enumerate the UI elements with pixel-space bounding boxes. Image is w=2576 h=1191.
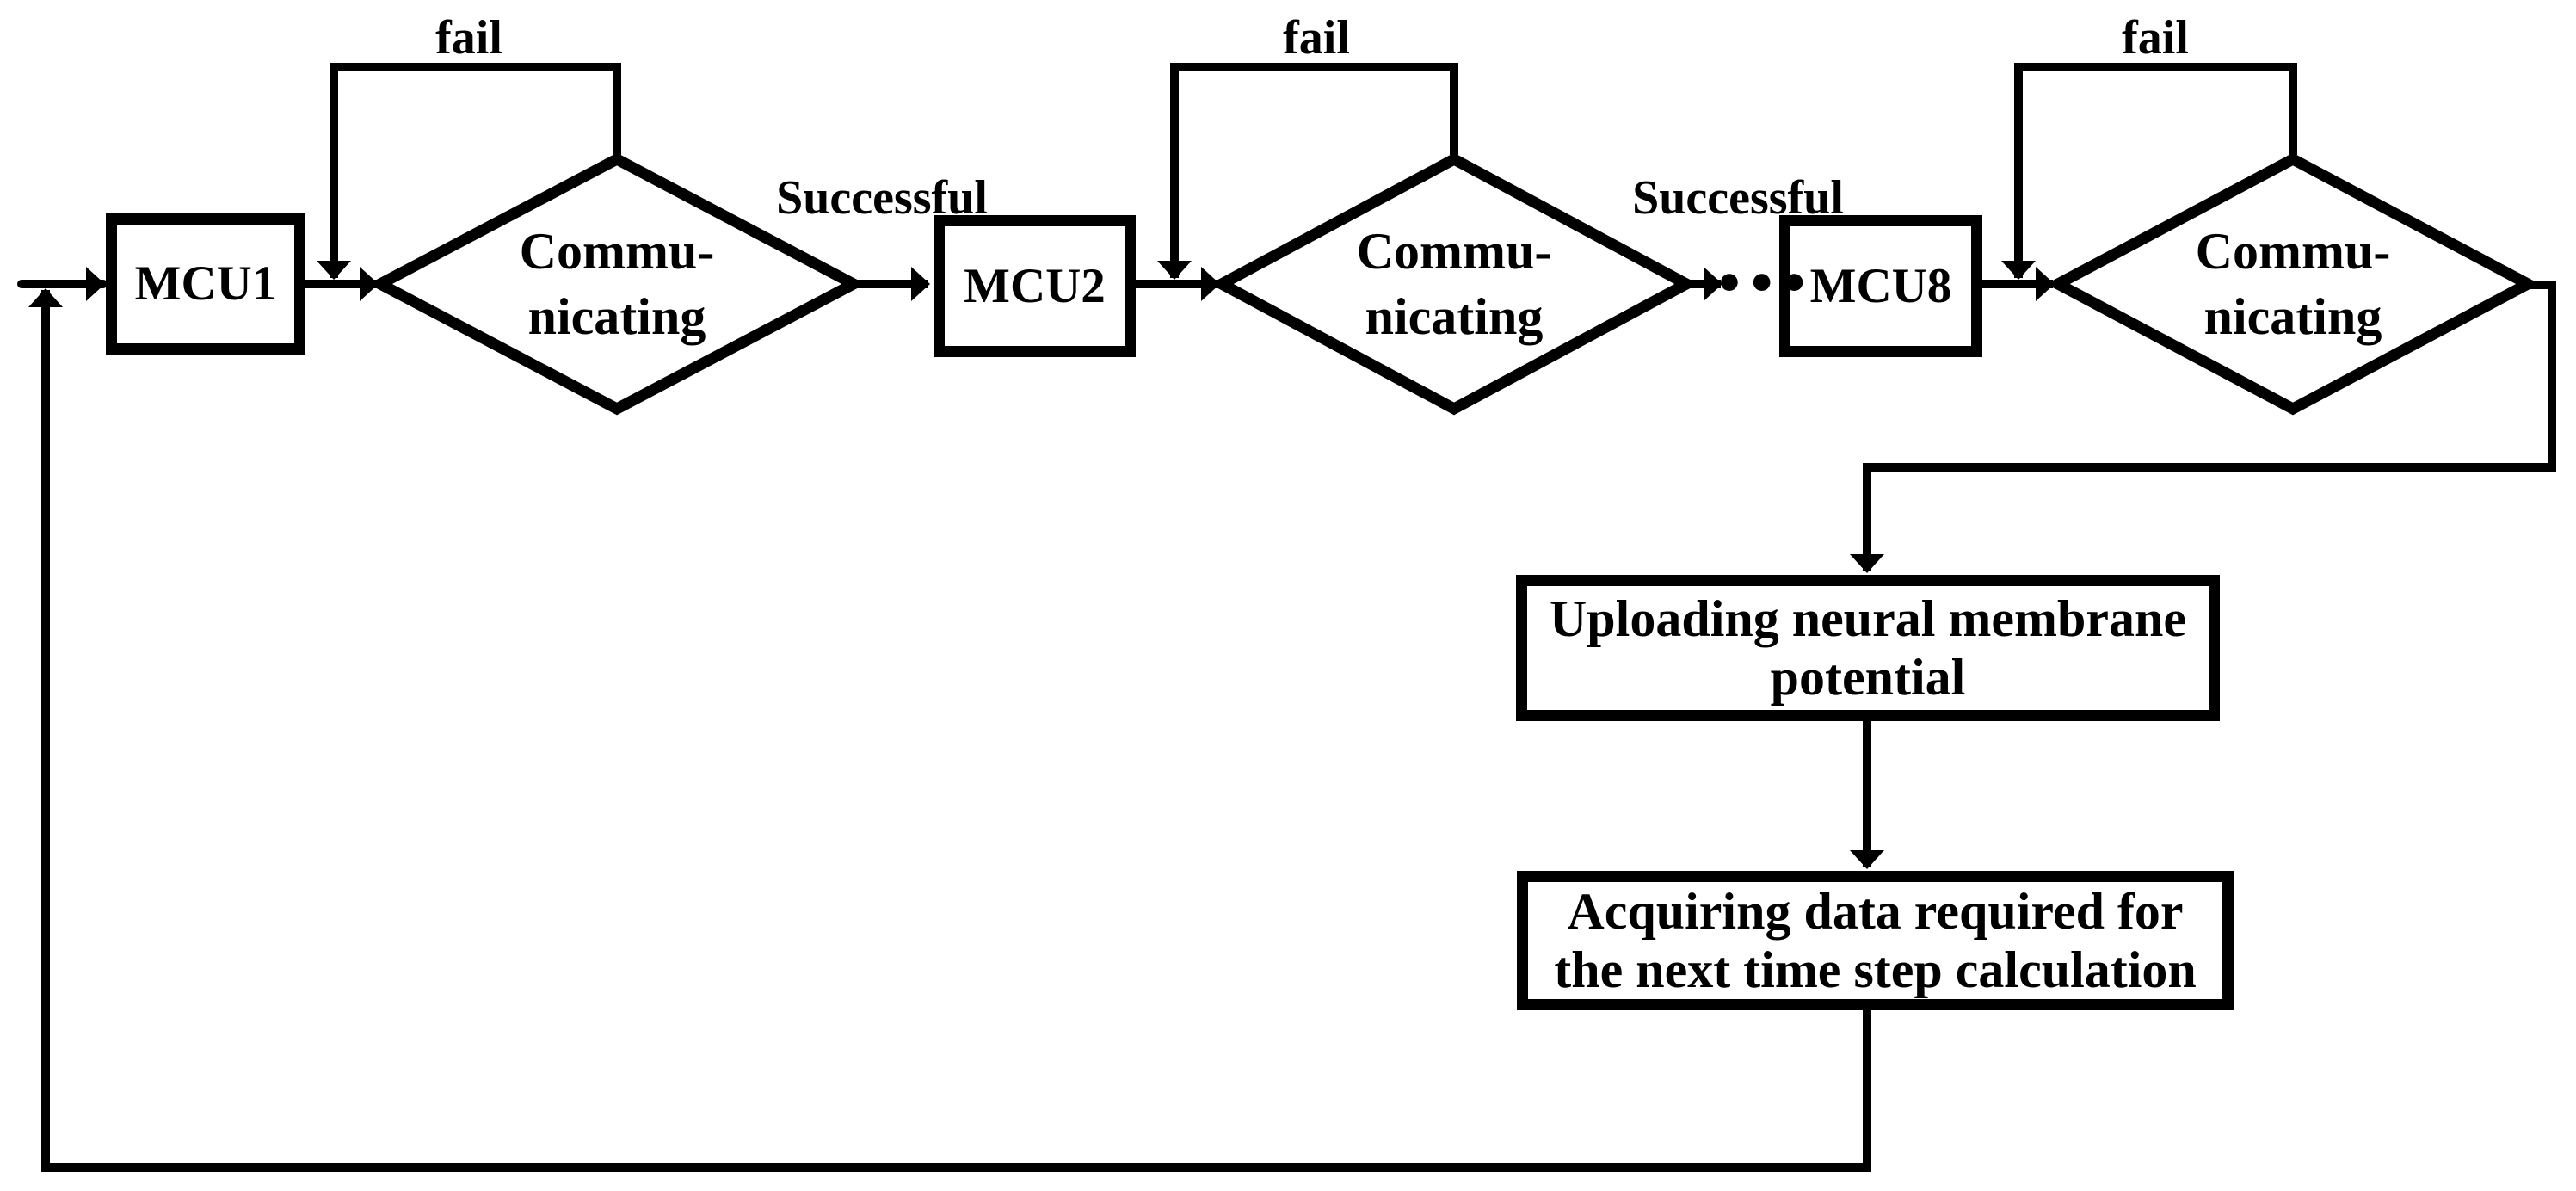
decision-3-line1: Commu- (2195, 223, 2391, 280)
decision-diamond-1-shape (368, 152, 866, 416)
mcu2-label: MCU2 (964, 258, 1106, 313)
upload-box-line2: potential (1770, 649, 1966, 706)
decision-diamond-3-text: Commu- nicating (2104, 207, 2482, 361)
successful-label-1: Successful (776, 171, 988, 225)
decision-1-line2: nicating (527, 288, 706, 345)
ellipsis-dots: ••• (1714, 256, 1812, 312)
edge-decision3-to-upload (1850, 281, 2556, 573)
edge-fail-loop-3 (2001, 63, 2297, 280)
mcu2-box: MCU2 (934, 215, 1136, 357)
fail-label-2: fail (1283, 11, 1350, 65)
decision-diamond-2-text: Commu- nicating (1265, 207, 1643, 361)
fail-label-3: fail (2122, 11, 2189, 65)
acquire-box-line1: Acquiring data required for (1567, 883, 2184, 940)
decision-diamond-1-text: Commu- nicating (428, 207, 806, 361)
mcu8-box: MCU8 (1779, 215, 1982, 357)
mcu1-box: MCU1 (106, 213, 305, 355)
edge-fail-loop-1 (317, 63, 621, 280)
decision-2-line2: nicating (1365, 288, 1544, 345)
upload-membrane-potential-box: Uploading neural membrane potential (1516, 575, 2220, 721)
fail-label-1: fail (435, 11, 502, 65)
decision-1-line1: Commu- (519, 223, 715, 280)
edge-return-loop (28, 288, 1871, 1172)
successful-label-2: Successful (1632, 171, 1844, 225)
upload-box-line1: Uploading neural membrane (1549, 590, 2187, 647)
decision-diamond-3-shape (2046, 152, 2540, 416)
decision-3-line2: nicating (2203, 288, 2382, 345)
mcu1-label: MCU1 (134, 256, 277, 311)
edge-fail-loop-2 (1157, 63, 1458, 280)
mcu8-label: MCU8 (1809, 258, 1952, 313)
decision-2-line1: Commu- (1356, 223, 1552, 280)
acquire-next-step-data-box: Acquiring data required for the next tim… (1517, 871, 2234, 1010)
acquire-box-line2: the next time step calculation (1554, 941, 2197, 998)
decision-diamond-2-shape (1210, 152, 1698, 416)
